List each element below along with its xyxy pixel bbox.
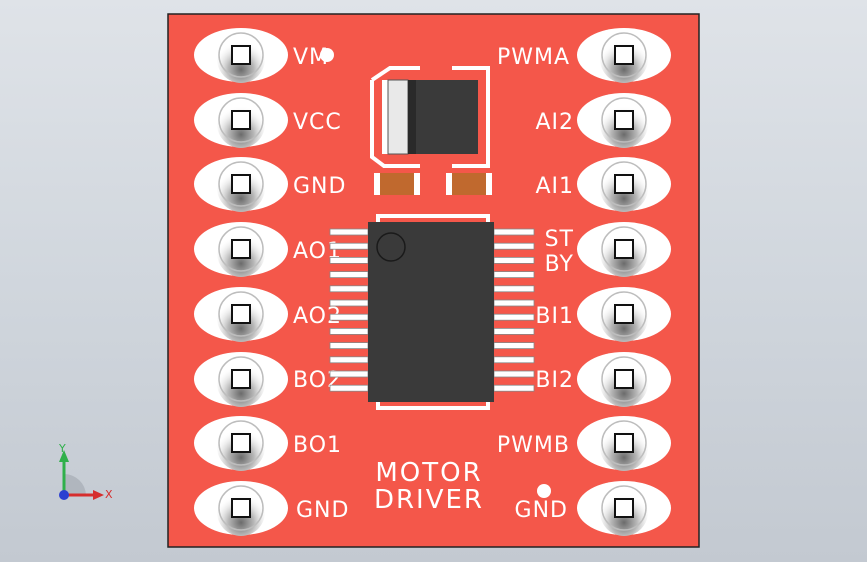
board-title-line-2: DRIVER (374, 485, 484, 515)
ic-lead-left-9 (329, 342, 369, 350)
ic-lead-left-12 (329, 384, 369, 392)
ic-lead-right-1 (493, 228, 535, 236)
ic-lead-left-11 (329, 370, 369, 378)
triad-y-label: Y (58, 442, 66, 455)
pin-label-left-3: GND (293, 174, 346, 199)
capacitor-left (374, 173, 420, 195)
header-pad-right-2 (577, 93, 671, 148)
ic-lead-left-1 (329, 228, 369, 236)
header-pad-left-5 (194, 287, 288, 342)
triad-x-label: X (105, 488, 113, 501)
header-pad-right-8 (577, 481, 671, 536)
ic-lead-right-11 (493, 370, 535, 378)
ic-lead-left-10 (329, 356, 369, 364)
ic-lead-left-7 (329, 313, 369, 321)
pin-label-right-2: AI2 (535, 110, 574, 135)
ic-lead-left-5 (329, 285, 369, 293)
ic-lead-left-4 (329, 271, 369, 279)
left-pin-labels: VM VCC GND AO1 AO2 BO2 BO1 GND (293, 45, 349, 523)
ic-lead-right-4 (493, 271, 535, 279)
ic-pin1-marker (376, 232, 406, 262)
ic-lead-right-7 (493, 313, 535, 321)
fiducial-bottom (537, 484, 551, 498)
ic-lead-right-5 (493, 285, 535, 293)
regulator-component (370, 66, 490, 168)
pin-label-right-7: PWMB (497, 433, 570, 458)
left-pin-header (194, 28, 288, 536)
pin-label-left-8: GND (296, 498, 349, 523)
header-pad-left-6 (194, 352, 288, 407)
header-pad-right-5 (577, 287, 671, 342)
ic-lead-right-8 (493, 327, 535, 335)
pin-label-right-5: BI1 (535, 304, 574, 329)
header-pad-left-4 (194, 222, 288, 277)
header-pad-left-7 (194, 416, 288, 471)
pin-label-right-3: AI1 (535, 174, 574, 199)
ic-lead-left-8 (329, 327, 369, 335)
header-pad-right-7 (577, 416, 671, 471)
right-pin-header (577, 28, 671, 536)
ic-lead-left-2 (329, 242, 369, 250)
pin-label-right-8: GND (515, 498, 568, 523)
ic-chip-body (368, 222, 494, 402)
ic-lead-right-9 (493, 342, 535, 350)
capacitor-right (446, 173, 492, 195)
pin-label-left-7: BO1 (293, 433, 342, 458)
pin-label-left-2: VCC (293, 110, 342, 135)
header-pad-right-1 (577, 28, 671, 83)
axis-triad: Y X (58, 442, 113, 501)
header-pad-left-3 (194, 157, 288, 212)
header-pad-right-4 (577, 222, 671, 277)
ic-lead-right-6 (493, 299, 535, 307)
header-pad-left-8 (194, 481, 288, 536)
ic-lead-left-6 (329, 299, 369, 307)
pin-label-right-1: PWMA (497, 45, 570, 70)
header-pad-left-1 (194, 28, 288, 83)
ic-lead-right-10 (493, 356, 535, 364)
ic-lead-left-3 (329, 256, 369, 264)
fiducial-top (320, 48, 334, 62)
pin-label-right-6: BI2 (535, 368, 574, 393)
board-title-line-1: MOTOR (375, 458, 482, 488)
header-pad-right-3 (577, 157, 671, 212)
header-pad-left-2 (194, 93, 288, 148)
ic-lead-right-12 (493, 384, 535, 392)
ic-lead-right-2 (493, 242, 535, 250)
ic-lead-right-3 (493, 256, 535, 264)
header-pad-right-6 (577, 352, 671, 407)
